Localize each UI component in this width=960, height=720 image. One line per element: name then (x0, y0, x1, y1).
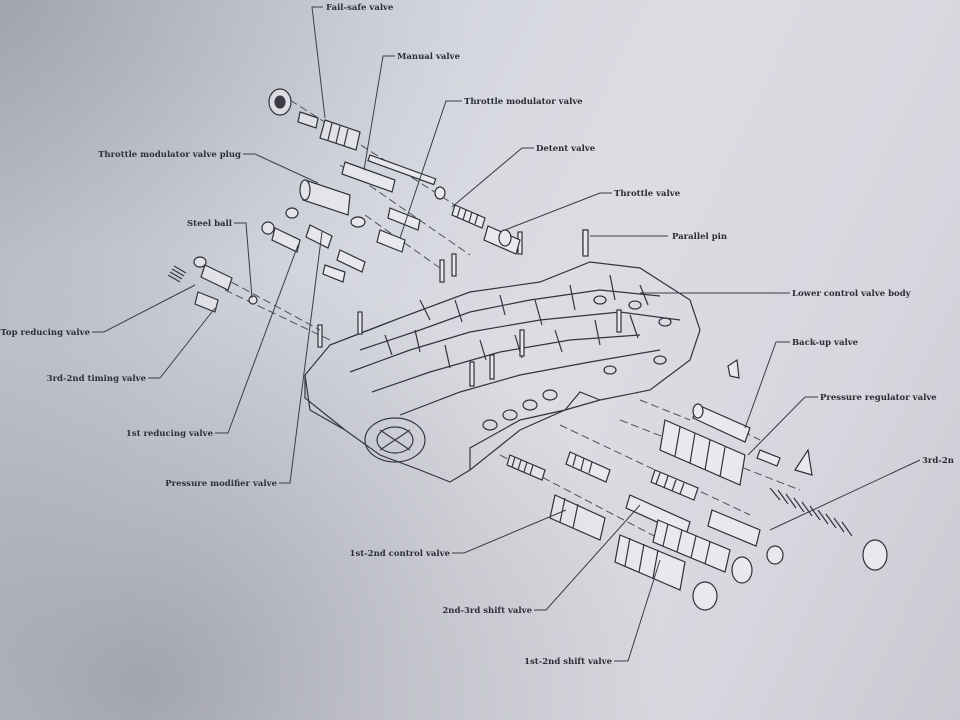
label-top-reducing-valve: Top reducing valve (1, 328, 91, 338)
label-lower-control-valve-body: Lower control valve body (792, 289, 912, 299)
part-labels: Fail-safe valve Manual valve Throttle mo… (1, 3, 954, 667)
label-parallel-pin: Parallel pin (672, 232, 727, 242)
label-pressure-modifier-valve: Pressure modifier valve (165, 479, 277, 489)
label-first-second-shift-valve: 1st-2nd shift valve (524, 657, 613, 667)
assembly-lines (199, 99, 801, 561)
valve-parts-upper (167, 88, 589, 313)
label-detent-valve: Detent valve (536, 144, 596, 154)
label-steel-ball: Steel ball (187, 219, 233, 229)
label-first-second-control-valve: 1st-2nd control valve (350, 549, 451, 559)
leader-lines (92, 6, 921, 662)
label-throttle-valve: Throttle valve (614, 189, 681, 199)
label-throttle-modulator-valve-plug: Throttle modulator valve plug (98, 150, 241, 160)
label-third-second-timing-valve: 3rd-2nd timing valve (47, 374, 147, 384)
lower-control-valve-body (304, 261, 701, 483)
label-back-up-valve: Back-up valve (792, 338, 859, 348)
label-pressure-regulator-valve: Pressure regulator valve (820, 393, 937, 403)
label-second-third-shift-valve: 2nd-3rd shift valve (442, 606, 532, 616)
valve-parts-lower (506, 358, 888, 611)
label-throttle-modulator-valve: Throttle modulator valve (464, 97, 583, 107)
label-first-reducing-valve: 1st reducing valve (126, 429, 214, 439)
body-pins (317, 229, 622, 387)
label-manual-valve: Manual valve (397, 52, 461, 62)
label-fail-safe-valve: Fail-safe valve (326, 3, 394, 13)
label-third-second-valve: 3rd-2n (922, 456, 954, 466)
